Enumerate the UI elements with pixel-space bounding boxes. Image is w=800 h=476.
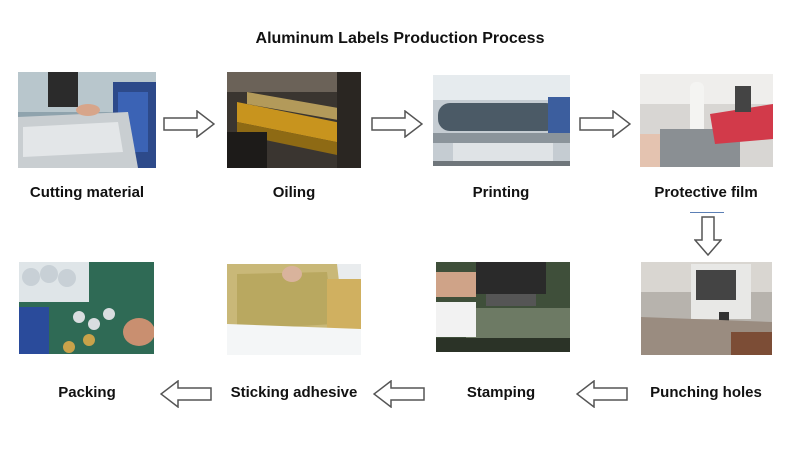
- step-label-stamping: Stamping: [466, 384, 536, 401]
- left-arrow-icon: [576, 380, 628, 408]
- right-arrow-icon: [371, 110, 423, 138]
- diagram-title: Aluminum Labels Production Process: [255, 30, 545, 47]
- down-arrow-icon: [694, 216, 722, 256]
- protective-film-photo: [640, 74, 773, 167]
- stamping-photo: [436, 262, 570, 352]
- step-label-oiling: Oiling: [272, 184, 316, 201]
- packing-photo: [19, 262, 154, 354]
- left-arrow-icon: [160, 380, 212, 408]
- right-arrow-icon: [579, 110, 631, 138]
- step-label-protective-film: Protective film: [654, 184, 758, 201]
- step-label-printing: Printing: [472, 184, 530, 201]
- step-label-packing: Packing: [58, 384, 116, 401]
- right-arrow-icon: [163, 110, 215, 138]
- protective-film-underline: [690, 212, 724, 213]
- step-label-cutting-material: Cutting material: [29, 184, 145, 201]
- step-label-sticking-adhesive: Sticking adhesive: [230, 384, 358, 401]
- sticking-adhesive-photo: [227, 264, 361, 355]
- left-arrow-icon: [373, 380, 425, 408]
- punching-holes-photo: [641, 262, 772, 355]
- cutting-material-photo: [18, 72, 156, 168]
- step-label-punching-holes: Punching holes: [650, 384, 762, 401]
- oiling-photo: [227, 72, 361, 168]
- printing-photo: [433, 75, 570, 166]
